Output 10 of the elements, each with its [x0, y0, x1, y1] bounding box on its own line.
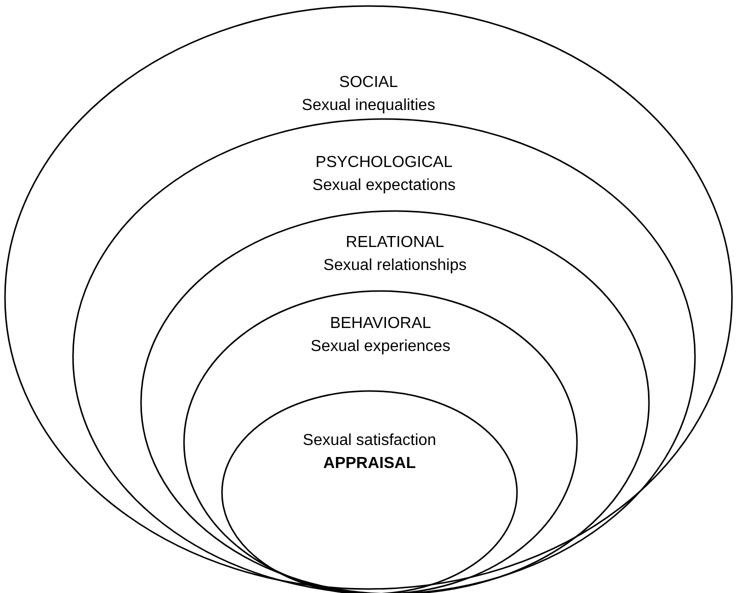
level-description: Sexual relationships — [323, 256, 467, 276]
level-heading: SOCIAL — [339, 73, 398, 93]
level-heading: BEHAVIORAL — [330, 314, 432, 334]
level-heading: PSYCHOLOGICAL — [316, 153, 452, 173]
level-description: APPRAISAL — [323, 454, 416, 474]
level-heading: RELATIONAL — [346, 233, 444, 253]
level-description: Sexual experiences — [310, 337, 450, 357]
level-description: Sexual expectations — [312, 176, 456, 196]
level-heading: Sexual satisfaction — [302, 431, 436, 451]
level-description: Sexual inequalities — [302, 96, 436, 116]
